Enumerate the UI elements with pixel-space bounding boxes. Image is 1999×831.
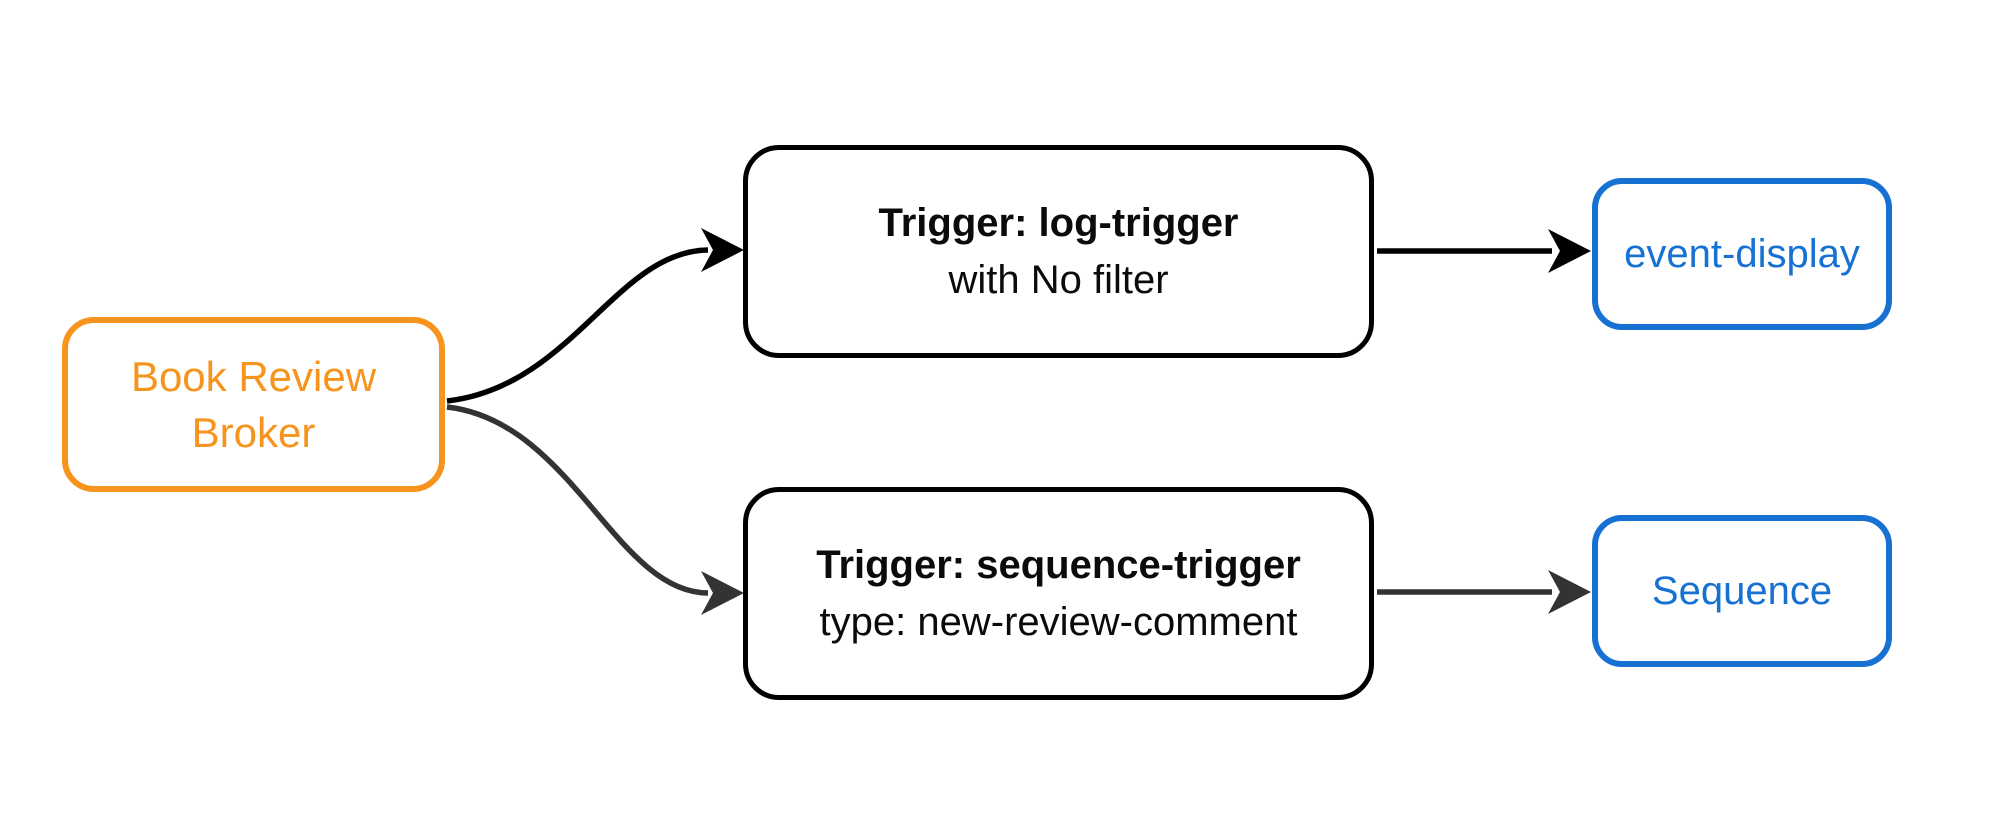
node-sequence: Sequence bbox=[1592, 515, 1892, 667]
arrowhead-log-trigger-to-event-display bbox=[1548, 229, 1591, 273]
broker-label: Book Review Broker bbox=[130, 352, 377, 456]
node-book-review-broker: Book Review Broker bbox=[62, 317, 445, 492]
arrowhead-broker-to-sequence-trigger bbox=[701, 571, 744, 615]
arrowhead-sequence-trigger-to-sequence bbox=[1548, 570, 1591, 614]
event-display-label: event-display bbox=[1624, 232, 1860, 276]
edge-broker-to-log-trigger bbox=[446, 247, 709, 404]
node-sequence-trigger: Trigger: sequence-trigger type: new-revi… bbox=[743, 487, 1374, 700]
log-trigger-subtitle: with No filter bbox=[948, 257, 1169, 302]
log-trigger-title: Trigger: log-trigger bbox=[878, 200, 1239, 245]
sequence-label: Sequence bbox=[1651, 569, 1833, 613]
edge-broker-to-sequence-trigger bbox=[446, 404, 709, 596]
sequence-trigger-title: Trigger: sequence-trigger bbox=[816, 542, 1301, 587]
sequence-trigger-subtitle: type: new-review-comment bbox=[819, 599, 1298, 644]
node-log-trigger: Trigger: log-trigger with No filter bbox=[743, 145, 1374, 358]
arrowhead-broker-to-log-trigger bbox=[701, 228, 744, 272]
node-event-display: event-display bbox=[1592, 178, 1892, 330]
